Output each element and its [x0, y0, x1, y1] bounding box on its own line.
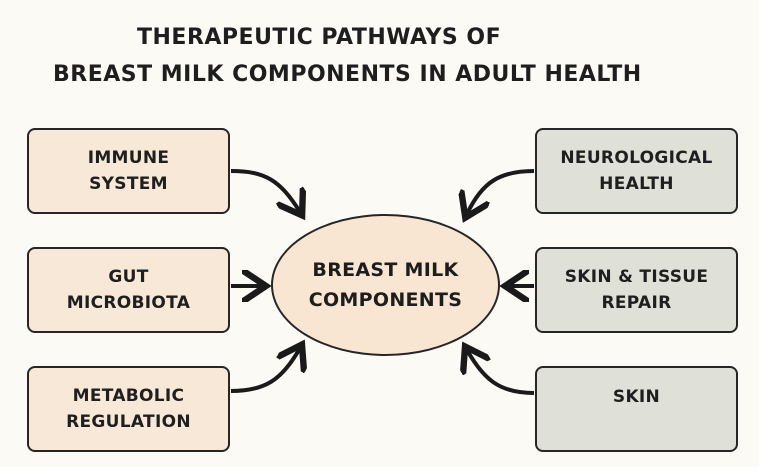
node-immune-system: IMMUNE SYSTEM: [27, 128, 230, 214]
node-label-line1: GUT: [108, 267, 149, 287]
arrow-immune-to-center: [230, 169, 300, 212]
title-line-2: BREAST MILK COMPONENTS IN ADULT HEALTH: [53, 62, 642, 87]
node-label-line1: NEUROLOGICAL: [560, 148, 713, 168]
node-label-line2: REPAIR: [601, 293, 672, 313]
center-label-line2: COMPONENTS: [308, 289, 463, 311]
node-label-line2: HEALTH: [599, 174, 674, 194]
arrow-metabolic-to-center: [230, 348, 300, 393]
arrow-neuro-to-center: [467, 169, 535, 214]
node-label-line1: IMMUNE: [87, 148, 170, 168]
node-gut-microbiota: GUT MICROBIOTA: [27, 247, 230, 333]
node-skin-tissue-repair: SKIN & TISSUE REPAIR: [535, 247, 738, 333]
node-label-line1: METABOLIC: [72, 386, 185, 406]
center-label-line1: BREAST MILK: [312, 259, 459, 281]
node-label-line2: REGULATION: [66, 412, 191, 432]
title-line-1: THERAPEUTIC PATHWAYS OF: [137, 25, 502, 50]
node-neurological-health: NEUROLOGICAL HEALTH: [535, 128, 738, 214]
node-skin: SKIN: [535, 366, 738, 452]
center-node-breast-milk-components: BREAST MILK COMPONENTS: [271, 214, 500, 356]
node-label-line2: MICROBIOTA: [66, 293, 191, 313]
node-label-line1: SKIN: [612, 387, 661, 407]
node-label-line1: SKIN & TISSUE: [564, 267, 709, 287]
arrow-skin-to-center: [467, 350, 535, 395]
node-label-line2: SYSTEM: [89, 174, 168, 194]
node-metabolic-regulation: METABOLIC REGULATION: [27, 366, 230, 452]
